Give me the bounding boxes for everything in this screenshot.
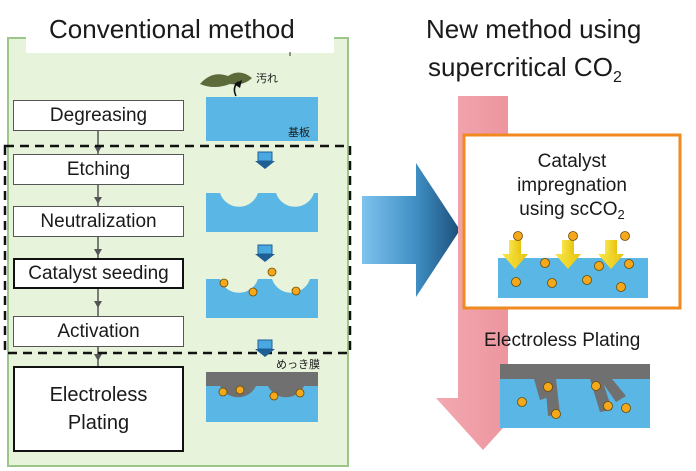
box-text-line3-main: using scCO [519,199,618,220]
transition-arrow [362,163,460,297]
degreasing-illustration [200,72,318,141]
impregnation-arrow-3 [598,240,624,269]
impregnation-arrow-2 [555,240,581,269]
new-electroless-plating-label: Electroless Plating [484,330,641,351]
box-text-subscript: 2 [617,207,625,222]
step-neutralization: Neutralization [13,206,184,237]
plating-film-tag: めっき膜 [276,358,320,371]
catalyst-particles-new [511,231,634,292]
new-method-title-text: supercritical CO [428,52,613,82]
box-text-line3: using scCO2 [466,198,678,222]
plated-substrate-left [206,372,318,422]
step-catalyst-seeding: Catalyst seeding [13,258,184,289]
step-etching: Etching [13,154,184,185]
step-activation: Activation [13,316,184,347]
title-strip [26,8,334,53]
step-degreasing: Degreasing [13,100,184,131]
etched-substrate [206,193,318,232]
plated-substrate-right [500,364,650,428]
conventional-title: Conventional method [49,14,295,44]
step-arrow-3 [255,339,275,357]
step-electroless-plating: Electroless Plating [13,366,184,452]
catalyst-substrate [206,267,318,318]
box-text-line1: Catalyst [537,151,607,172]
dirt-tag: 汚れ [256,72,278,85]
impregnation-arrow-1 [502,240,528,269]
new-method-title-subscript: 2 [612,69,622,86]
new-method-title-line1: New method using [426,14,642,44]
substrate-tag: 基板 [288,126,310,139]
dashed-region [3,144,352,355]
box-text-line2: impregnation [517,175,627,196]
step-arrow-1 [255,151,275,169]
step-arrow-2 [255,244,275,262]
new-method-title-line2: supercritical CO2 [428,52,622,86]
